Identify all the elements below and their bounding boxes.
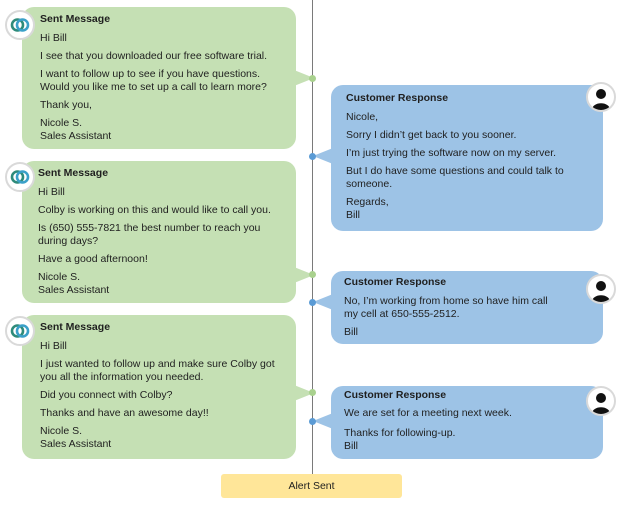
bubble-title: Customer Response	[346, 92, 449, 104]
customer-response-bubble: Customer Response No, I’m working from h…	[331, 271, 603, 344]
message-line: I just wanted to follow up and make sure…	[40, 358, 275, 383]
signature-name: Nicole S.	[40, 117, 83, 129]
bubble-title: Customer Response	[344, 276, 447, 288]
timeline-dot	[309, 418, 316, 425]
timeline-line	[312, 0, 313, 478]
bubble-tail	[294, 385, 314, 401]
bubble-tail	[294, 70, 314, 86]
sender-avatar	[5, 162, 35, 192]
bubble-tail	[294, 267, 314, 283]
timeline-dot	[309, 299, 316, 306]
message-line: I see that you downloaded our free softw…	[40, 50, 268, 62]
signature-role: Sales Assistant	[38, 284, 110, 296]
sent-message-bubble: Sent Message Hi Bill Colby is working on…	[22, 161, 296, 303]
customer-response-bubble: Customer Response We are set for a meeti…	[331, 386, 603, 459]
message-line: Hi Bill	[40, 32, 67, 44]
bubble-title: Sent Message	[40, 13, 111, 25]
chain-logo-icon	[10, 324, 30, 338]
sent-message-bubble: Sent Message Hi Bill I just wanted to fo…	[22, 315, 296, 459]
sent-message-bubble: Sent Message Hi Bill I see that you down…	[22, 7, 296, 149]
signature-name: Nicole S.	[40, 425, 83, 437]
signature-name: Bill	[346, 209, 361, 221]
timeline-dot	[309, 153, 316, 160]
chain-logo-icon	[10, 170, 30, 184]
message-line: We are set for a meeting next week.	[344, 407, 512, 419]
message-line: Thank you,	[40, 99, 92, 111]
chain-logo-icon	[10, 18, 30, 32]
signature-name: Bill	[344, 326, 359, 338]
person-silhouette-icon	[592, 393, 610, 414]
signature-role: Sales Assistant	[40, 438, 112, 450]
sender-avatar	[5, 316, 35, 346]
timeline-dot	[309, 389, 316, 396]
bubble-title: Sent Message	[40, 321, 111, 333]
message-line: Hi Bill	[40, 340, 67, 352]
customer-avatar	[586, 386, 616, 416]
message-line: I want to follow up to see if you have q…	[40, 68, 267, 93]
signature-closing: Thanks for following-up.	[344, 427, 456, 439]
message-line: Did you connect with Colby?	[40, 389, 173, 401]
signature-role: Sales Assistant	[40, 130, 112, 142]
bubble-tail	[313, 148, 333, 164]
customer-response-bubble: Customer Response Nicole, Sorry I didn’t…	[331, 85, 603, 231]
timeline-dot	[309, 75, 316, 82]
customer-avatar	[586, 274, 616, 304]
bubble-title: Customer Response	[344, 389, 447, 401]
timeline-dot	[309, 271, 316, 278]
message-line: Sorry I didn’t get back to you sooner.	[346, 129, 517, 141]
person-silhouette-icon	[592, 89, 610, 110]
message-line: Thanks and have an awesome day!!	[40, 407, 209, 419]
message-line: Colby is working on this and would like …	[38, 204, 271, 216]
alert-sent-badge: Alert Sent	[221, 474, 402, 498]
signature-name: Bill	[344, 440, 359, 452]
signature-closing: Regards,	[346, 196, 389, 208]
sender-avatar	[5, 10, 35, 40]
message-line: Have a good afternoon!	[38, 253, 148, 265]
customer-avatar	[586, 82, 616, 112]
message-line: But I do have some questions and could t…	[346, 165, 564, 190]
bubble-tail	[313, 294, 333, 310]
bubble-tail	[313, 413, 333, 429]
message-line: Hi Bill	[38, 186, 65, 198]
bubble-title: Sent Message	[38, 167, 109, 179]
person-silhouette-icon	[592, 281, 610, 302]
message-line: No, I’m working from home so have him ca…	[344, 295, 548, 320]
message-line: Is (650) 555-7821 the best number to rea…	[38, 222, 261, 247]
message-line: I’m just trying the software now on my s…	[346, 147, 557, 159]
signature-name: Nicole S.	[38, 271, 81, 283]
message-line: Nicole,	[346, 111, 379, 123]
